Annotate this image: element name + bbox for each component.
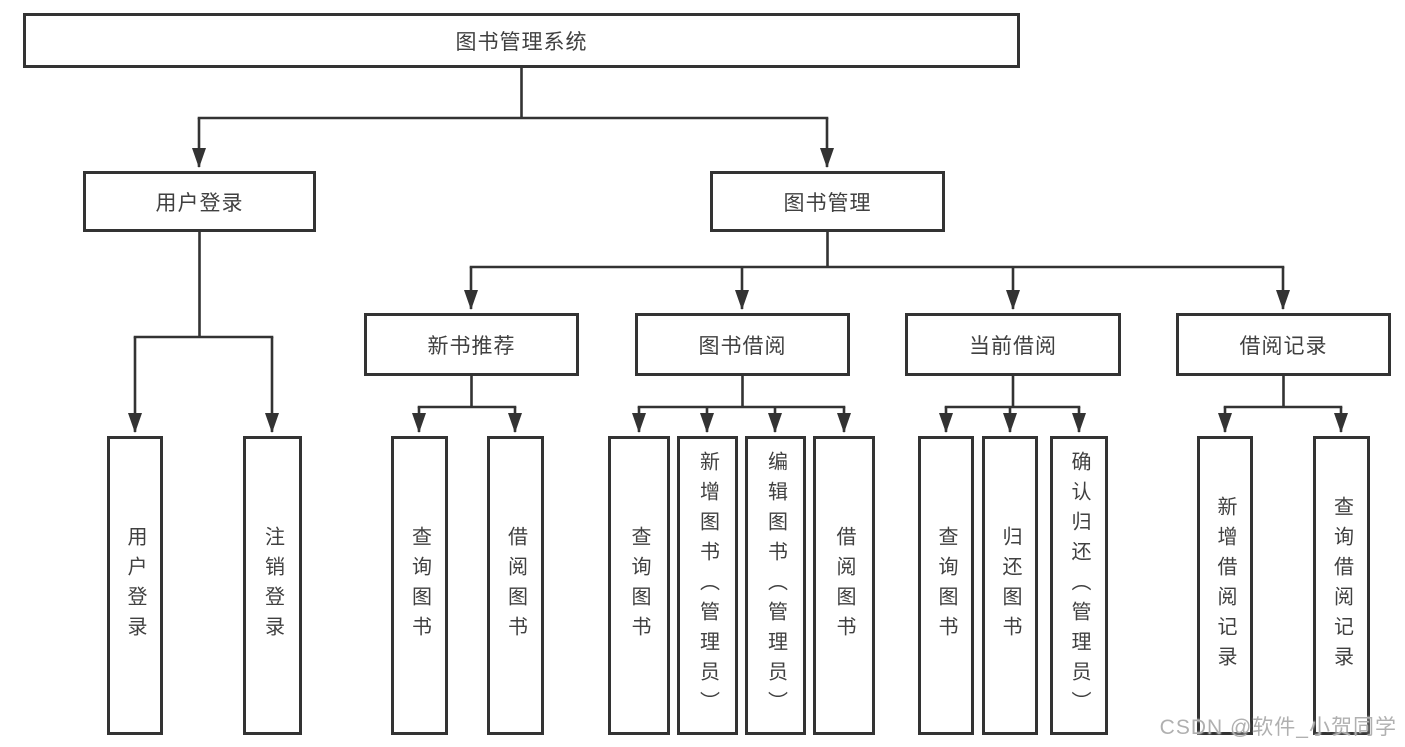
node-book-borrow-label: 图书借阅 [698,334,787,358]
leaf-label: 编辑图书（管理员） [764,450,787,721]
csdn-watermark: CSDN @软件_小贺同学 [1159,716,1397,739]
connector-skeleton [133,68,1343,409]
leaf-label: 归还图书 [999,525,1021,646]
node-current-borrow-label: 当前借阅 [969,334,1057,358]
leaf-add-books-admin: 新增图书（管理员） [677,436,738,735]
leaf-label: 查询图书 [628,525,650,646]
leaf-label: 确认归还（管理员） [1068,450,1090,721]
node-book-management-label: 图书管理 [783,191,872,215]
leaf-query-books-3: 查询图书 [918,436,974,735]
leaf-label: 查询图书 [408,525,431,646]
node-new-book-recommend: 新书推荐 [364,313,579,376]
leaf-query-books-1: 查询图书 [391,436,448,735]
node-user-login-label: 用户登录 [155,191,244,215]
leaf-edit-books-admin: 编辑图书（管理员） [745,436,806,735]
leaf-user-login: 用户登录 [107,436,163,735]
leaf-query-books-2: 查询图书 [608,436,670,735]
leaf-confirm-return-admin: 确认归还（管理员） [1050,436,1108,735]
leaf-label: 新增借阅记录 [1214,495,1236,676]
leaf-query-borrow-record: 查询借阅记录 [1313,436,1370,735]
node-current-borrow: 当前借阅 [905,313,1121,376]
leaf-label: 借阅图书 [833,525,855,646]
leaf-label: 注销登录 [261,525,284,646]
node-book-management: 图书管理 [710,171,945,232]
node-user-login: 用户登录 [83,171,316,232]
node-book-borrow: 图书借阅 [635,313,850,376]
leaf-add-borrow-record: 新增借阅记录 [1197,436,1253,735]
node-root-label: 图书管理系统 [455,30,588,54]
leaf-borrow-books-1: 借阅图书 [487,436,544,735]
node-borrow-records: 借阅记录 [1176,313,1391,376]
leaf-borrow-books-2: 借阅图书 [813,436,875,735]
leaf-return-books: 归还图书 [982,436,1038,735]
leaf-label: 新增图书（管理员） [696,450,719,721]
leaf-label: 查询图书 [935,525,957,646]
leaf-logout: 注销登录 [243,436,302,735]
leaf-label: 查询借阅记录 [1330,495,1353,676]
leaf-label: 借阅图书 [504,525,527,646]
node-root: 图书管理系统 [23,13,1020,68]
leaf-label: 用户登录 [124,525,146,646]
node-borrow-records-label: 借阅记录 [1239,334,1328,358]
node-new-book-recommend-label: 新书推荐 [427,334,516,358]
